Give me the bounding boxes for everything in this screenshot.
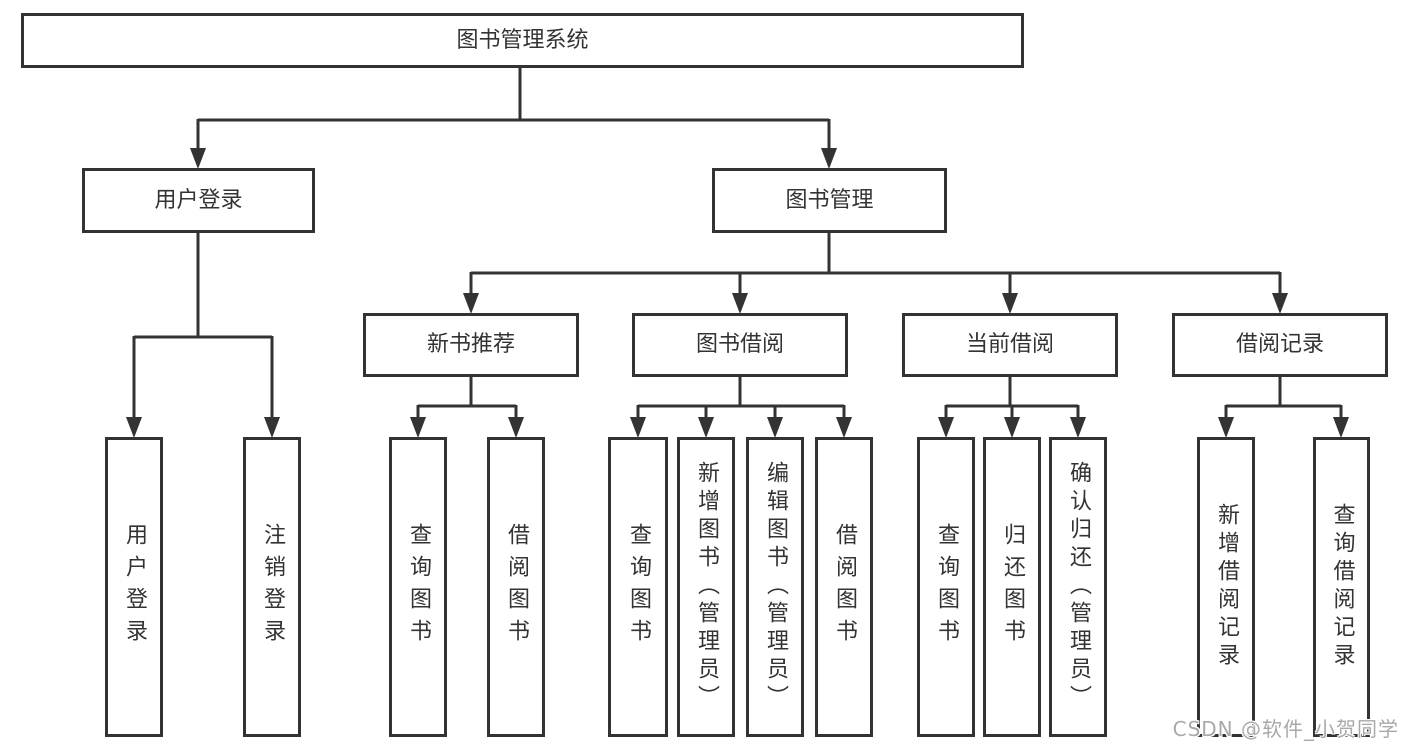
node-user-login: 用户登录 (82, 168, 315, 233)
leaf-return-books: 归还图书 (983, 437, 1041, 737)
node-book-borrowing: 图书借阅 (632, 313, 848, 377)
leaf-query-books-current: 查询图书 (917, 437, 975, 737)
leaf-query-borrow-record: 查询借阅记录 (1313, 437, 1370, 737)
node-borrowing-records: 借阅记录 (1172, 313, 1388, 377)
node-book-management: 图书管理 (712, 168, 947, 233)
leaf-add-books-admin: 新增图书（管理员） (677, 437, 735, 737)
leaf-user-login: 用户登录 (105, 437, 163, 737)
leaf-add-borrow-record: 新增借阅记录 (1197, 437, 1255, 737)
leaf-query-books-borrowing: 查询图书 (608, 437, 668, 737)
leaf-borrow-books-recommend: 借阅图书 (487, 437, 545, 737)
node-new-book-recommend: 新书推荐 (363, 313, 579, 377)
node-current-borrowing: 当前借阅 (902, 313, 1118, 377)
arrowheads (126, 148, 1349, 438)
tree-edges (132, 68, 1343, 421)
leaf-query-books-recommend: 查询图书 (389, 437, 447, 737)
leaf-logout-login: 注销登录 (243, 437, 301, 737)
leaf-confirm-return-admin: 确认归还（管理员） (1049, 437, 1107, 737)
csdn-watermark: CSDN @软件_小贺同学 (1172, 717, 1399, 741)
node-library-management-system: 图书管理系统 (21, 13, 1024, 68)
leaf-edit-books-admin: 编辑图书（管理员） (746, 437, 804, 737)
leaf-borrow-books: 借阅图书 (815, 437, 873, 737)
